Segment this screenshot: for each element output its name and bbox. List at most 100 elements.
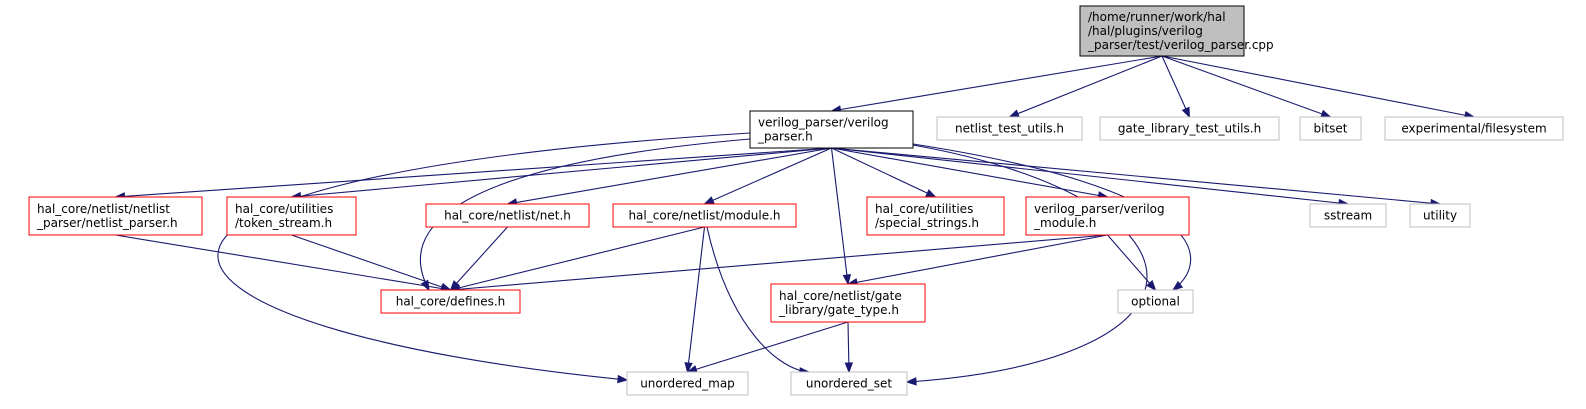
edge-netlist_parser-to-defines — [115, 234, 451, 291]
node-box — [790, 371, 908, 396]
node-label-line: optional — [1131, 295, 1180, 309]
node-netlist-parser[interactable]: hal_core/netlist/netlist_parser/netlist_… — [28, 196, 203, 236]
arrow-head-netlist_test_utils — [1008, 109, 1020, 118]
node-box — [1299, 116, 1362, 141]
node-label-line: hal_core/utilities — [875, 202, 973, 216]
node-label-line: _parser/netlist_parser.h — [36, 216, 178, 230]
edge-root-to-bitset — [1161, 55, 1331, 118]
edge-root-to-gate_library_test_utils — [1161, 55, 1191, 118]
node-box — [1099, 116, 1280, 141]
edge-verilog_parser_h-to-token_stream — [291, 147, 832, 198]
arrow-head-optional — [1146, 280, 1157, 292]
node-gate-type[interactable]: hal_core/netlist/gate_library/gate_type.… — [770, 283, 926, 323]
node-label-line: experimental/filesystem — [1401, 122, 1546, 136]
node-verilog-module[interactable]: verilog_parser/verilog_module.h — [1025, 196, 1190, 236]
edge-verilog_parser_h-to-unordered_set — [906, 144, 1148, 383]
node-box — [380, 289, 521, 314]
node-utility: utility — [1409, 203, 1471, 228]
node-box — [626, 371, 749, 396]
node-sstream: sstream — [1309, 203, 1387, 228]
arrow-head-unordered_map — [684, 362, 693, 374]
node-label-line: hal_core/netlist/module.h — [628, 209, 780, 223]
node-module-h[interactable]: hal_core/netlist/module.h — [612, 203, 797, 228]
node-label-line: _library/gate_type.h — [778, 303, 899, 317]
node-box — [612, 203, 797, 228]
arrow-head-unordered_set — [905, 377, 917, 386]
nodes-layer: /home/runner/work/hal/hal/plugins/verilo… — [28, 5, 1564, 396]
edge-verilog_module-to-defines — [450, 234, 1108, 291]
node-box — [1079, 5, 1245, 57]
node-label-line: gate_library_test_utils.h — [1118, 122, 1261, 136]
arrow-head-special_strings — [925, 189, 937, 198]
node-net-h[interactable]: hal_core/netlist/net.h — [425, 203, 590, 228]
arrow-head-defines — [440, 282, 452, 291]
node-bitset: bitset — [1299, 116, 1362, 141]
node-special-strings[interactable]: hal_core/utilities/special_strings.h — [866, 196, 1005, 236]
node-box — [1384, 116, 1564, 141]
node-label-line: /home/runner/work/hal — [1088, 10, 1226, 24]
edge-module_h-to-unordered_set — [706, 226, 810, 373]
edge-verilog_module-to-optional — [1107, 234, 1156, 291]
node-box — [749, 110, 914, 149]
node-box — [1117, 289, 1194, 314]
edge-verilog_module-to-gate_type — [847, 234, 1108, 285]
node-label-line: hal_core/defines.h — [396, 295, 506, 309]
node-box — [28, 196, 203, 236]
node-label-line: unordered_set — [806, 377, 893, 391]
edge-verilog_parser_h-to-module_h — [704, 147, 832, 205]
node-token-stream[interactable]: hal_core/utilities/token_stream.h — [226, 196, 357, 236]
edge-verilog_parser_h-to-unordered_map — [217, 132, 751, 381]
edge-module_h-to-defines — [450, 226, 705, 291]
node-label-line: utility — [1423, 209, 1457, 223]
node-label-line: hal_core/utilities — [235, 202, 333, 216]
node-optional: optional — [1117, 289, 1194, 314]
edge-root-to-netlist_test_utils — [1009, 55, 1163, 118]
arrow-head-module_h — [703, 196, 715, 205]
node-experimental-filesystem: experimental/filesystem — [1384, 116, 1564, 141]
node-unordered-map: unordered_map — [626, 371, 749, 396]
node-box — [1409, 203, 1471, 228]
arrow-head-unordered_set — [844, 362, 854, 374]
node-label-line: sstream — [1324, 209, 1372, 223]
edge-module_h-to-unordered_map — [686, 226, 706, 373]
node-root[interactable]: /home/runner/work/hal/hal/plugins/verilo… — [1079, 5, 1274, 57]
node-defines[interactable]: hal_core/defines.h — [380, 289, 521, 314]
edge-verilog_parser_h-to-net_h — [507, 147, 832, 205]
node-label-line: hal_core/netlist/netlist — [37, 202, 170, 216]
node-box — [226, 196, 357, 236]
node-netlist-test-utils: netlist_test_utils.h — [936, 116, 1083, 141]
edge-gate_type-to-unordered_map — [687, 321, 849, 373]
edge-root-to-verilog_parser_h — [831, 55, 1163, 112]
edge-token_stream-to-defines — [291, 234, 451, 291]
node-box — [1309, 203, 1387, 228]
node-label-line: /token_stream.h — [235, 216, 332, 230]
edge-root-to-experimental_filesystem — [1161, 55, 1475, 118]
arrow-head-gate_library_test_utils — [1181, 106, 1191, 119]
arrow-head-bitset — [1320, 109, 1332, 118]
edge-verilog_parser_h-to-special_strings — [831, 147, 936, 198]
edge-verilog_parser_h-to-sstream — [831, 147, 1349, 205]
edge-verilog_parser_h-to-gate_type — [830, 147, 849, 285]
node-label-line: hal_core/netlist/gate — [779, 289, 902, 303]
node-box — [866, 196, 1005, 236]
node-label-line: unordered_map — [640, 377, 735, 391]
node-verilog-parser-h[interactable]: verilog_parser/verilog_parser.h — [749, 110, 914, 149]
node-label-line: verilog_parser/verilog — [1034, 202, 1165, 216]
node-gate-library-test-utils: gate_library_test_utils.h — [1099, 116, 1280, 141]
node-label-line: /special_strings.h — [875, 216, 979, 230]
node-unordered-set: unordered_set — [790, 371, 908, 396]
edge-net_h-to-defines — [450, 226, 508, 291]
edge-verilog_parser_h-to-utility — [831, 147, 1441, 205]
node-label-line: _parser/test/verilog_parser.cpp — [1087, 38, 1274, 52]
edge-verilog_parser_h-to-netlist_parser — [115, 147, 832, 198]
node-label-line: /hal/plugins/verilog — [1088, 24, 1203, 38]
node-label-line: _parser.h — [757, 130, 813, 144]
arrow-head-defines — [420, 279, 430, 292]
node-box — [425, 203, 590, 228]
arrow-head-gate_type — [842, 274, 852, 286]
node-label-line: _module.h — [1033, 216, 1096, 230]
node-box — [936, 116, 1083, 141]
edge-verilog_parser_h-to-verilog_module — [831, 147, 1108, 198]
node-box — [1025, 196, 1190, 236]
